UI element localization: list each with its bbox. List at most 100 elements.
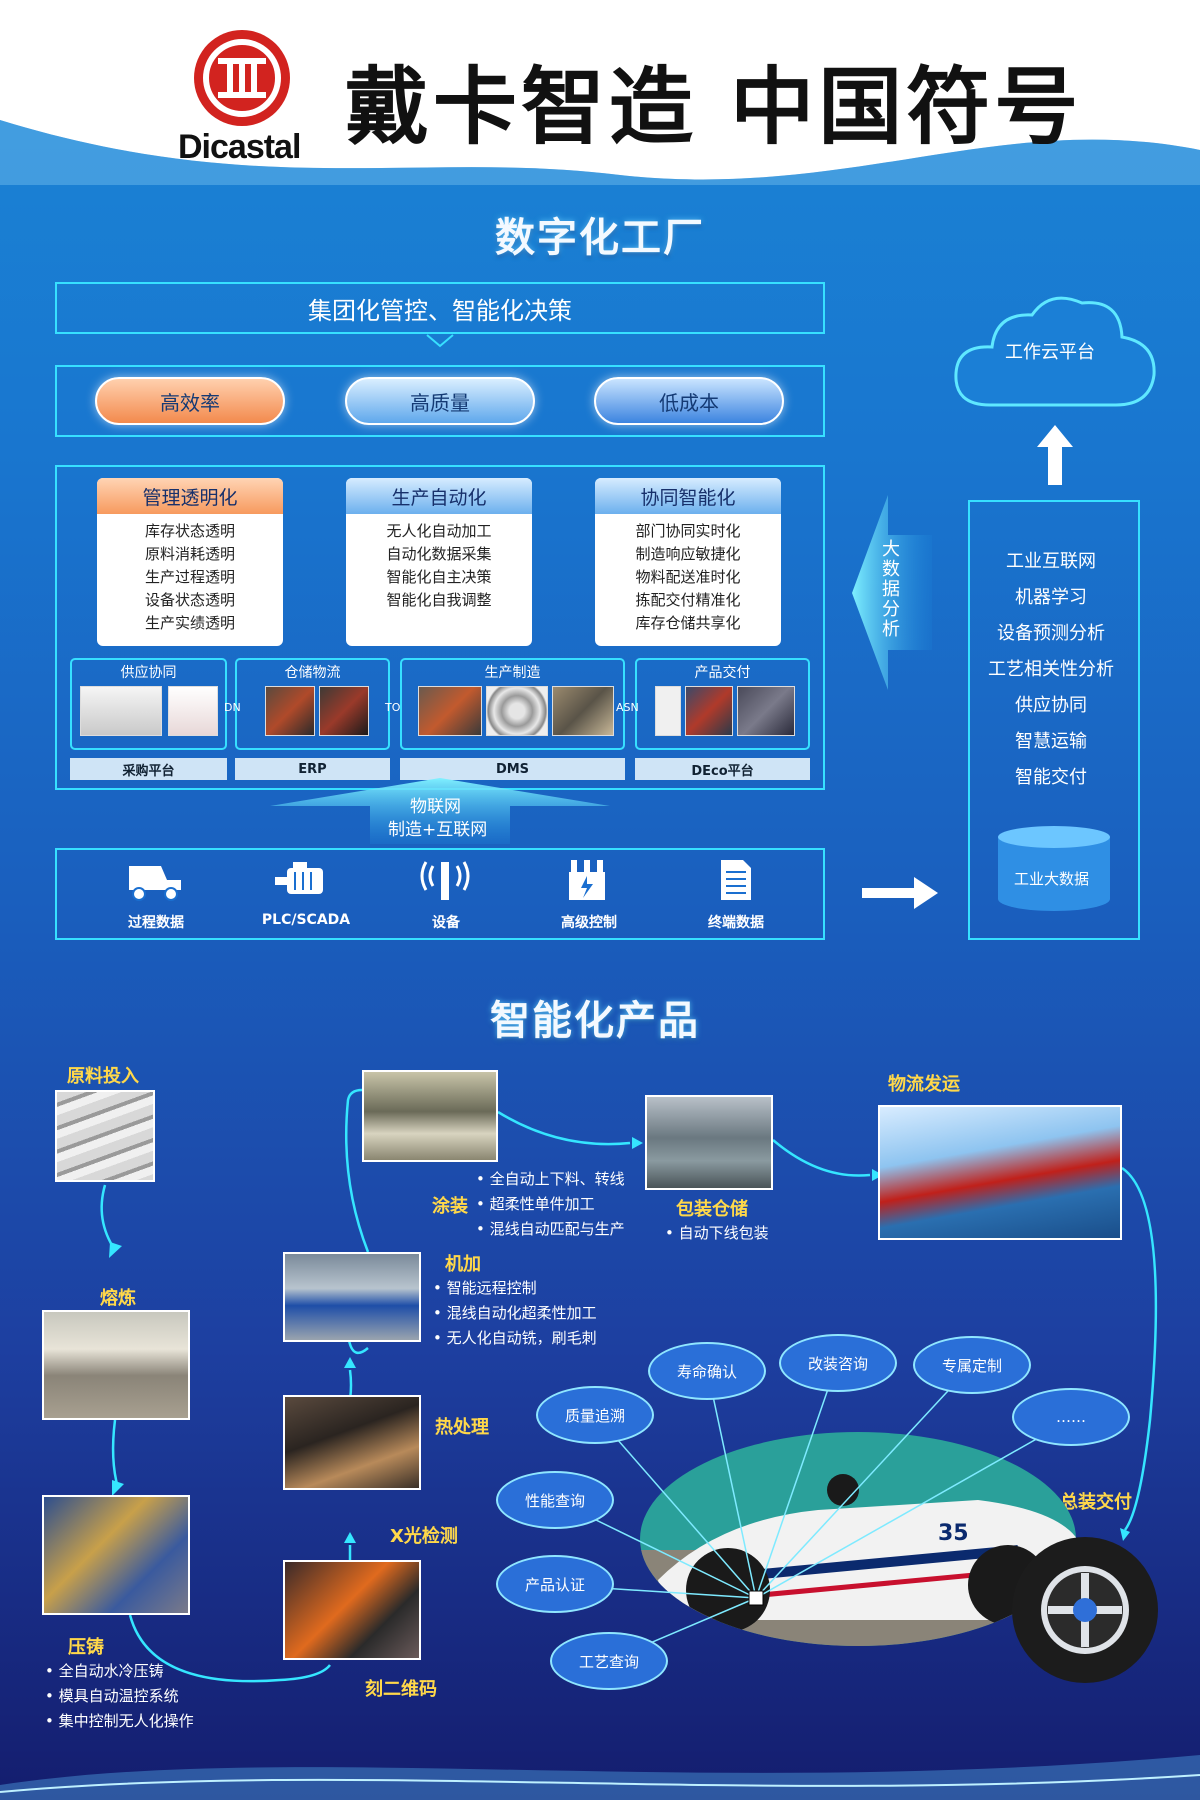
footer-decoration: [0, 1755, 1200, 1800]
step-qr-engraving: 刻二维码: [365, 1679, 437, 1700]
stage-title: 产品交付: [694, 665, 751, 681]
raw-material-photo: [55, 1090, 155, 1182]
step-coating: 涂装: [432, 1196, 468, 1217]
devices-row: [55, 848, 825, 940]
casting-bullet: • 全自动水冷压铸: [45, 1662, 164, 1680]
card-title: 管理透明化: [97, 478, 283, 514]
card-collaboration: 协同智能化 部门协同实时化 制造响应敏捷化 物料配送准时化 拣配交付精准化 库存…: [595, 478, 781, 646]
card-item: 库存状态透明: [144, 522, 235, 540]
coating-photo: [362, 1070, 498, 1162]
goal-efficiency: 高效率: [95, 377, 285, 425]
citic-logo-icon: [194, 30, 290, 126]
coating-bullet: • 全自动上下料、转线: [476, 1170, 625, 1188]
bubble-performance-query: 性能查询: [496, 1471, 614, 1529]
card-item: 部门协同实时化: [635, 522, 741, 540]
right-item: 工业互联网: [1006, 551, 1096, 572]
bubble-more: ……: [1012, 1388, 1130, 1446]
coating-bullet: • 混线自动匹配与生产: [476, 1220, 625, 1238]
right-panel: [968, 500, 1140, 940]
factory-photo: [418, 686, 482, 736]
heat-treatment-photo: [283, 1395, 421, 1490]
coating-bullet: • 超柔性单件加工: [476, 1195, 595, 1213]
stage-title: 供应协同: [120, 665, 177, 681]
stage-manufacturing: 生产制造: [400, 658, 625, 750]
car-number: 35: [938, 1521, 969, 1546]
smelting-photo: [42, 1310, 190, 1420]
bubble-modification-consult: 改装咨询: [779, 1334, 897, 1392]
page-title: 戴卡智造 中国符号: [345, 58, 1083, 156]
cloud-icon: [954, 296, 1156, 407]
motor-icon: [275, 862, 323, 894]
card-item: 生产实绩透明: [144, 614, 235, 632]
right-item: 工艺相关性分析: [988, 659, 1114, 680]
step-packaging: 包装仓储: [676, 1199, 748, 1220]
casting-photo: [42, 1495, 190, 1615]
step-smelting: 熔炼: [100, 1288, 136, 1309]
document-icon: [721, 860, 751, 900]
big-data-db-label: 工业大数据: [1014, 870, 1090, 888]
stage-title: 仓储物流: [284, 665, 341, 681]
company-logo-text: Dicastal: [178, 128, 301, 166]
card-automation: 生产自动化 无人化自动加工 自动化数据采集 智能化自主决策 智能化自我调整: [346, 478, 532, 646]
factory-photo: [737, 686, 795, 736]
goals-row: [55, 365, 825, 437]
iot-arrow-icon: [270, 778, 610, 844]
device-label: 设备: [432, 915, 460, 931]
platform-procurement: 采购平台: [70, 758, 227, 780]
platform-dms: DMS: [400, 758, 625, 780]
connector-dn: DN: [224, 701, 241, 714]
bubble-life-confirmation: 寿命确认: [648, 1342, 766, 1400]
bullet-text: 自动下线包装: [678, 1224, 769, 1242]
machining-bullet: • 无人化自动铣，刷毛刺: [433, 1329, 597, 1347]
bullet-text: 智能远程控制: [446, 1279, 537, 1297]
card-title: 生产自动化: [346, 478, 532, 514]
step-assembly-delivery: 总装交付: [1060, 1492, 1132, 1513]
right-item: 智能交付: [1015, 767, 1087, 788]
card-management: 管理透明化 库存状态透明 原料消耗透明 生产过程透明 设备状态透明 生产实绩透明: [97, 478, 283, 646]
truck-photo: [685, 686, 733, 736]
card-item: 设备状态透明: [144, 591, 235, 609]
goal-quality: 高质量: [345, 377, 535, 425]
document-photo: [80, 686, 162, 736]
warehouse-photo: [265, 686, 315, 736]
bullet-text: 无人化自动铣，刷毛刺: [446, 1329, 597, 1347]
header-background: [0, 0, 1200, 185]
top-banner-text: 集团化管控、智能化决策: [308, 296, 572, 325]
qr-engraving-photo: [283, 1560, 421, 1660]
database-icon: [998, 826, 1110, 911]
logistics-photo: [878, 1105, 1122, 1240]
iot-label: 物联网: [410, 797, 461, 817]
bullet-text: 混线自动匹配与生产: [489, 1220, 625, 1238]
transformer-icon: [569, 860, 605, 900]
step-heat-treatment: 热处理: [435, 1417, 489, 1438]
casting-bullet: • 集中控制无人化操作: [45, 1712, 194, 1730]
document-photo: [168, 686, 218, 736]
bullet-text: 全自动水冷压铸: [58, 1662, 164, 1680]
step-machining: 机加: [445, 1254, 481, 1275]
stage-supply: 供应协同: [70, 658, 227, 750]
factory-section-title: 数字化工厂: [495, 215, 705, 261]
stage-title: 生产制造: [484, 665, 541, 681]
card-item: 智能化自我调整: [386, 591, 492, 609]
cloud-label: 工作云平台: [1005, 342, 1095, 363]
bubble-quality-trace: 质量追溯: [536, 1386, 654, 1444]
goal-low-cost: 低成本: [594, 377, 784, 425]
wheel-photo: [486, 686, 548, 736]
card-item: 拣配交付精准化: [635, 591, 741, 609]
stage-warehouse: 仓储物流: [235, 658, 390, 750]
big-data-arrow-icon: [852, 495, 932, 690]
chevron-down-icon: [426, 334, 454, 348]
dump-truck-icon: [129, 866, 181, 901]
bullet-text: 模具自动温控系统: [58, 1687, 179, 1705]
factory-photo: [552, 686, 614, 736]
big-data-label: 大数据分析: [882, 539, 900, 640]
machining-bullet: • 智能远程控制: [433, 1279, 537, 1297]
device-label: 终端数据: [708, 915, 764, 931]
card-item: 智能化自主决策: [386, 568, 492, 586]
bullet-text: 全自动上下料、转线: [489, 1170, 625, 1188]
step-logistics: 物流发运: [888, 1074, 960, 1095]
bullet-text: 超柔性单件加工: [489, 1195, 595, 1213]
card-item: 自动化数据采集: [386, 545, 492, 563]
card-item: 原料消耗透明: [144, 545, 235, 563]
